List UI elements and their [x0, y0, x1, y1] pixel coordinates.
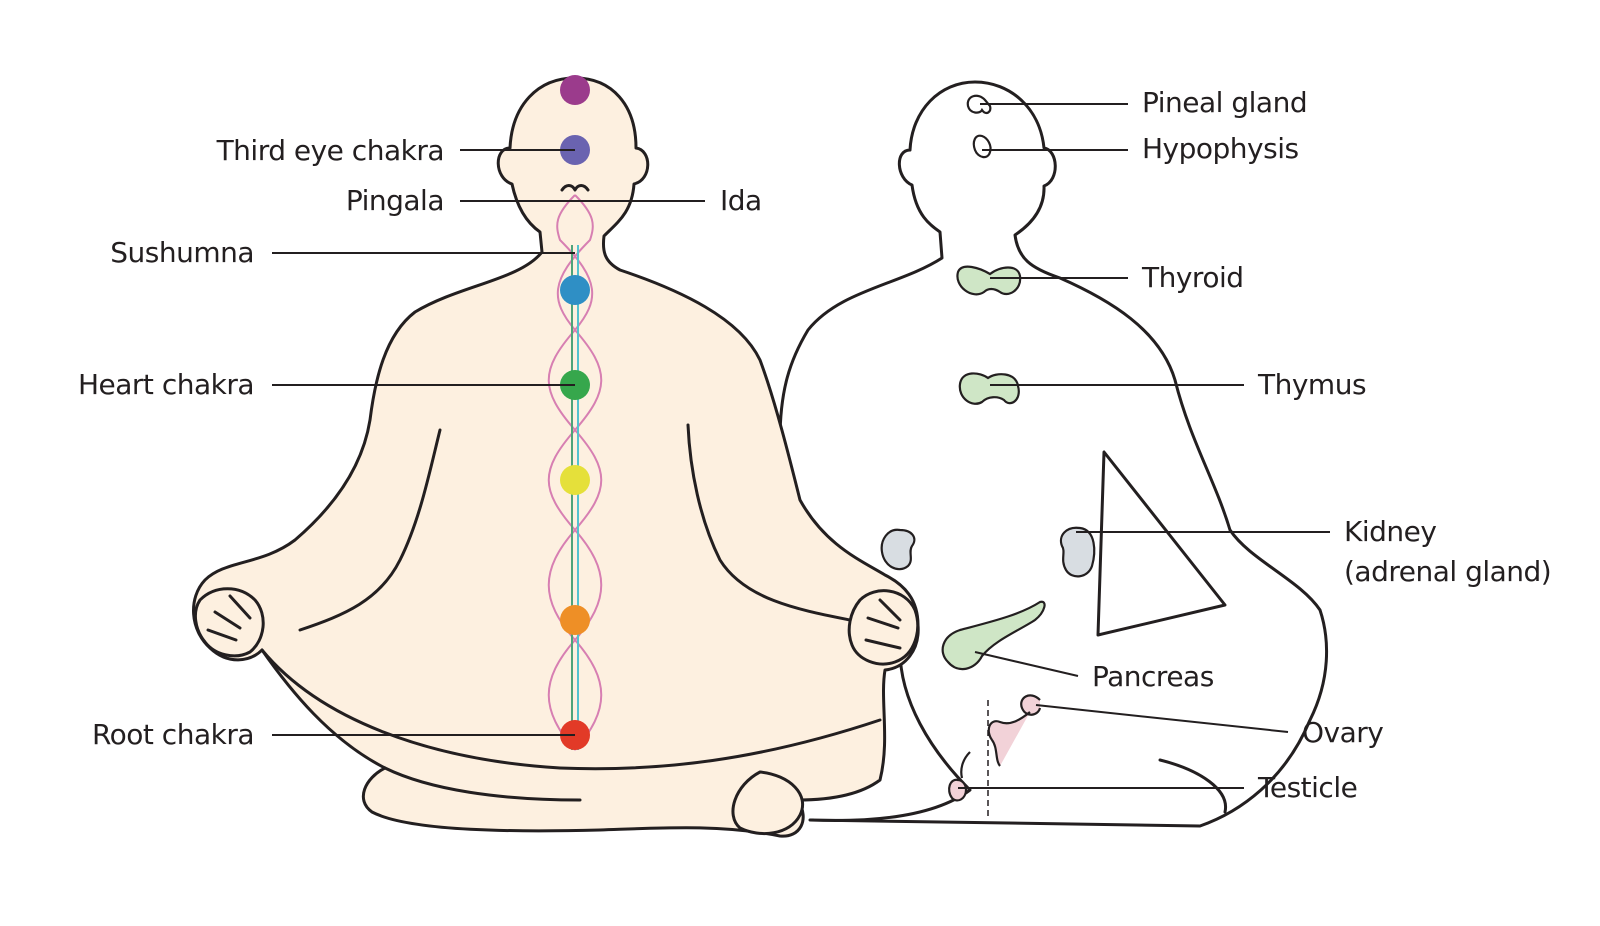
meditating-right-hand	[847, 589, 920, 666]
leader-pancreas	[974, 651, 1079, 677]
meditating-leg-contour-upper	[260, 648, 882, 771]
testicle-shape	[948, 778, 968, 802]
label-pingala: Pingala	[346, 184, 444, 217]
leader-ovary	[1035, 704, 1289, 733]
endocrine-organs	[880, 94, 1096, 820]
endocrine-limb-gap	[1096, 450, 1227, 637]
label-sushumna: Sushumna	[110, 236, 254, 269]
label-thyroid: Thyroid	[1141, 261, 1244, 294]
hypophysis-shape	[972, 134, 992, 159]
meditating-foot-right	[731, 770, 804, 836]
label-root-chakra: Root chakra	[92, 718, 254, 751]
labels: Third eye chakra Pingala Ida Sushumna He…	[78, 86, 1552, 804]
label-third-eye-chakra: Third eye chakra	[216, 134, 444, 167]
label-hypophysis: Hypophysis	[1142, 132, 1299, 165]
label-adrenal-gland: (adrenal gland)	[1344, 555, 1551, 588]
endocrine-leg-contour	[1158, 758, 1227, 814]
pineal-gland-shape	[966, 94, 992, 115]
meditating-leg-contour-lower	[383, 766, 582, 802]
label-ida: Ida	[720, 184, 762, 217]
label-kidney: Kidney	[1344, 515, 1436, 548]
label-testicle: Testicle	[1257, 771, 1357, 804]
kidney-left-shape	[880, 528, 916, 571]
chakra-solar-plexus	[560, 465, 590, 495]
vas-deferens	[960, 751, 971, 779]
chakra-crown	[560, 75, 590, 105]
leader-lines	[272, 103, 1330, 789]
chakra-sacral	[560, 605, 590, 635]
label-ovary: Ovary	[1302, 716, 1383, 749]
chakra-throat	[560, 275, 590, 305]
meditating-right-arm-contour	[686, 423, 852, 622]
meditating-left-fingers	[206, 594, 252, 642]
ovary-shape	[987, 694, 1042, 767]
pancreas-shape	[941, 600, 1046, 671]
kidney-right-shape	[1059, 526, 1096, 578]
label-heart-chakra: Heart chakra	[78, 368, 254, 401]
thyroid-shape	[956, 265, 1022, 296]
label-pineal-gland: Pineal gland	[1142, 86, 1307, 119]
meditating-right-fingers	[864, 598, 902, 650]
chakras	[560, 75, 590, 750]
thymus-shape	[958, 372, 1020, 405]
meditating-nose	[560, 184, 590, 192]
nadis	[547, 194, 603, 751]
meditating-left-arm-contour	[298, 428, 442, 632]
label-pancreas: Pancreas	[1092, 660, 1214, 693]
label-thymus: Thymus	[1257, 368, 1366, 401]
